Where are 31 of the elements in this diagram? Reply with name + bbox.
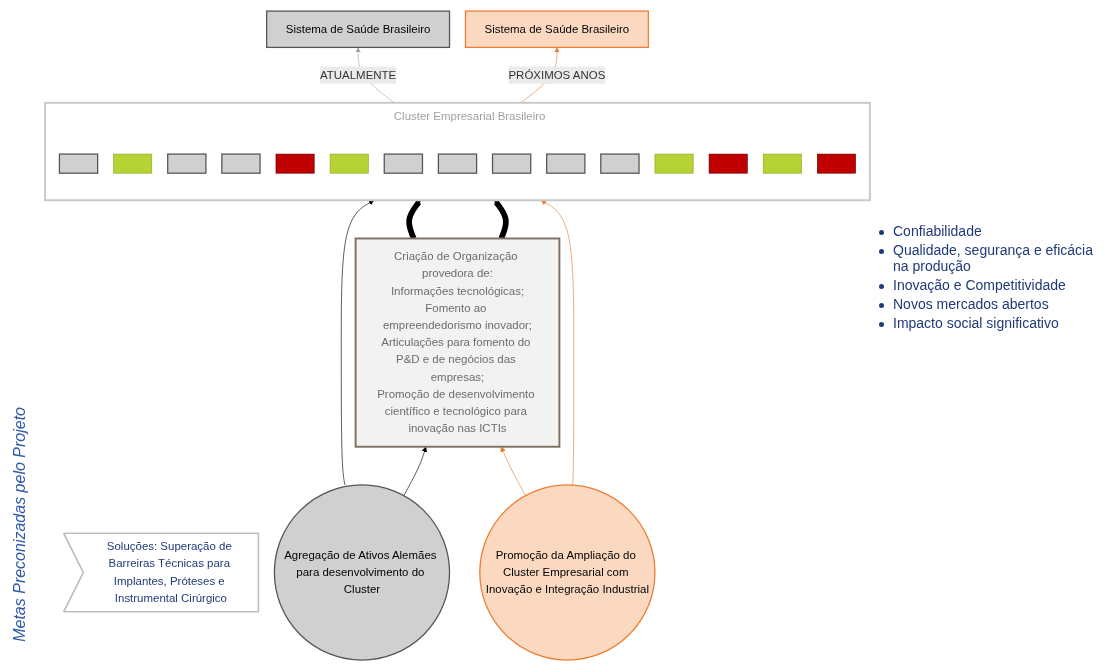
node-box [221, 153, 261, 175]
bullet-item: Confiabilidade [875, 223, 1105, 239]
arrow [493, 200, 509, 240]
node-box [817, 154, 856, 174]
node-box: Sistema de Saúde Brasileiro [266, 10, 451, 49]
node-box [383, 153, 424, 175]
node-box: Criação de Organização provedora de: Informações tecnológicas; Fomento ao empreendedorismo inovador; Articulações para fomento do P&D e de negócios das empresas; Promoção de desenvolvimento científico e tecnológico para inovação nas ICTIs [354, 237, 561, 449]
node-box [329, 154, 369, 174]
node-circle: Agregação de Ativos Alemães para desenvolvimento do Cluster [273, 484, 451, 662]
node-box [600, 153, 640, 175]
node-box [58, 153, 99, 175]
node-box [437, 153, 478, 175]
bullet-item: Impacto social significativo [875, 315, 1105, 331]
edge-label: PRÓXIMOS ANOS [508, 68, 606, 82]
bullet-item: Novos mercados abertos [875, 296, 1105, 312]
node-circle: Promoção da Ampliação do Cluster Empresarial com Inovação e Integração Industrial [479, 484, 656, 662]
bullet-item: Inovação e Competitividade [875, 277, 1105, 293]
node-box [708, 154, 748, 174]
node-box [113, 154, 153, 174]
edge-label: ATUALMENTE [319, 68, 397, 82]
bullet-item: Qualidade, segurança e eficácia na produção [875, 242, 1105, 274]
node-box [762, 154, 802, 174]
cluster: Cluster Empresarial Brasileiro [44, 102, 871, 202]
node-box [491, 153, 532, 175]
node-box [275, 154, 315, 174]
node-box [546, 153, 586, 175]
arrow [406, 200, 422, 240]
node-box: Sistema de Saúde Brasileiro [464, 10, 649, 49]
rotated-caption: Metas Preconizadas pelo Projeto [11, 407, 29, 642]
node-box [167, 153, 207, 175]
node-box [654, 154, 694, 174]
